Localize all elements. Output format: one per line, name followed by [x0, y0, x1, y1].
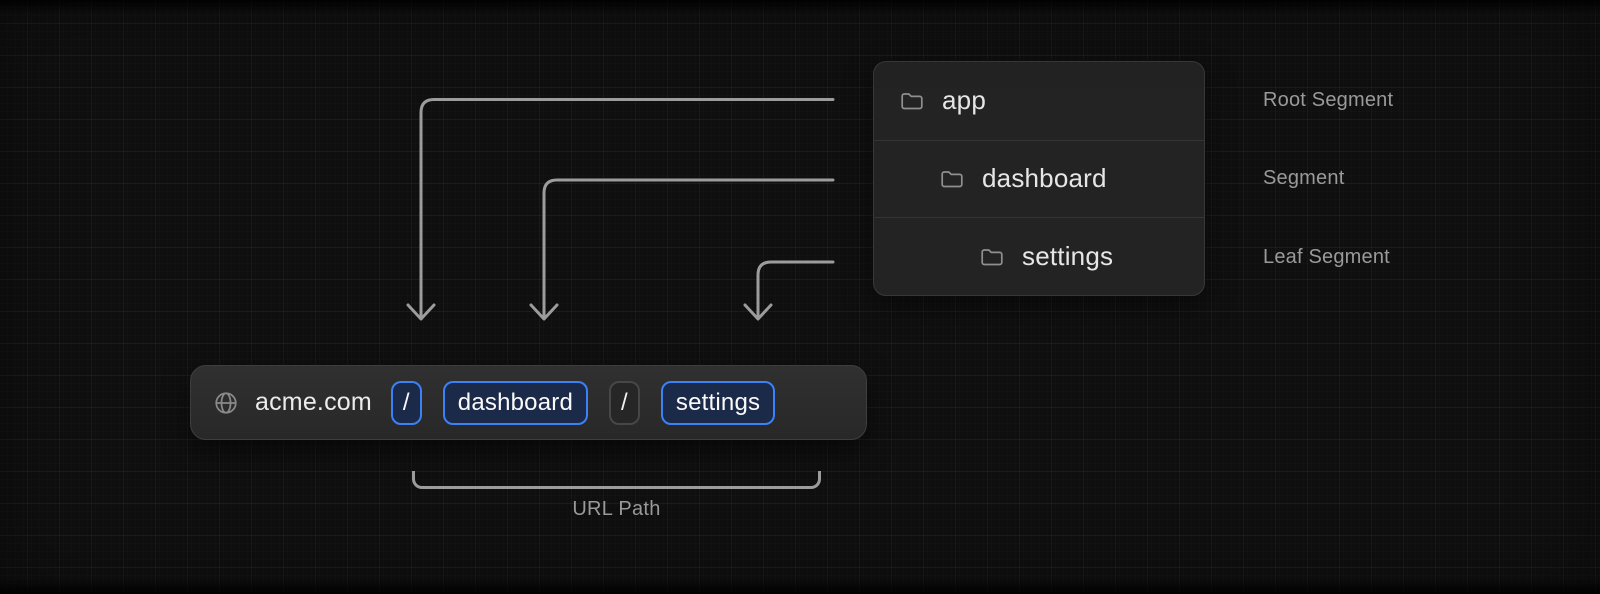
tree-row-app: app [874, 62, 1204, 140]
folder-icon [899, 89, 923, 113]
folder-icon [939, 167, 963, 191]
url-path-bracket [412, 471, 821, 489]
arrowhead-icon [743, 303, 773, 321]
arrowhead-icon [406, 303, 436, 321]
tree-row-label: dashboard [982, 163, 1107, 194]
arrow-app-to-slash [419, 98, 835, 318]
arrow-dashboard-to-chip [542, 178, 835, 318]
tree-row-settings: settings [874, 217, 1204, 295]
folder-icon [979, 245, 1003, 269]
tree-row-label: app [942, 85, 986, 116]
arrowhead-icon [529, 303, 559, 321]
arrow-settings-to-chip [756, 260, 835, 318]
tree-row-label: settings [1022, 241, 1114, 272]
url-segment-slash-2: / [609, 380, 640, 425]
annotation-leaf-segment: Leaf Segment [1263, 246, 1390, 268]
url-segment-slash-1: / [390, 380, 422, 425]
annotation-segment: Segment [1263, 167, 1345, 189]
globe-icon [213, 390, 239, 416]
url-segment-dashboard: dashboard [442, 380, 589, 425]
url-segment-settings: settings [660, 380, 776, 425]
annotation-root-segment: Root Segment [1263, 89, 1394, 111]
tree-row-dashboard: dashboard [874, 139, 1204, 218]
url-path-label: URL Path [572, 498, 661, 520]
url-segments: / dashboard / settings [390, 380, 776, 425]
url-bar: acme.com / dashboard / settings [190, 365, 867, 440]
url-domain: acme.com [255, 388, 372, 416]
file-tree-panel: app dashboard settings [873, 61, 1205, 296]
